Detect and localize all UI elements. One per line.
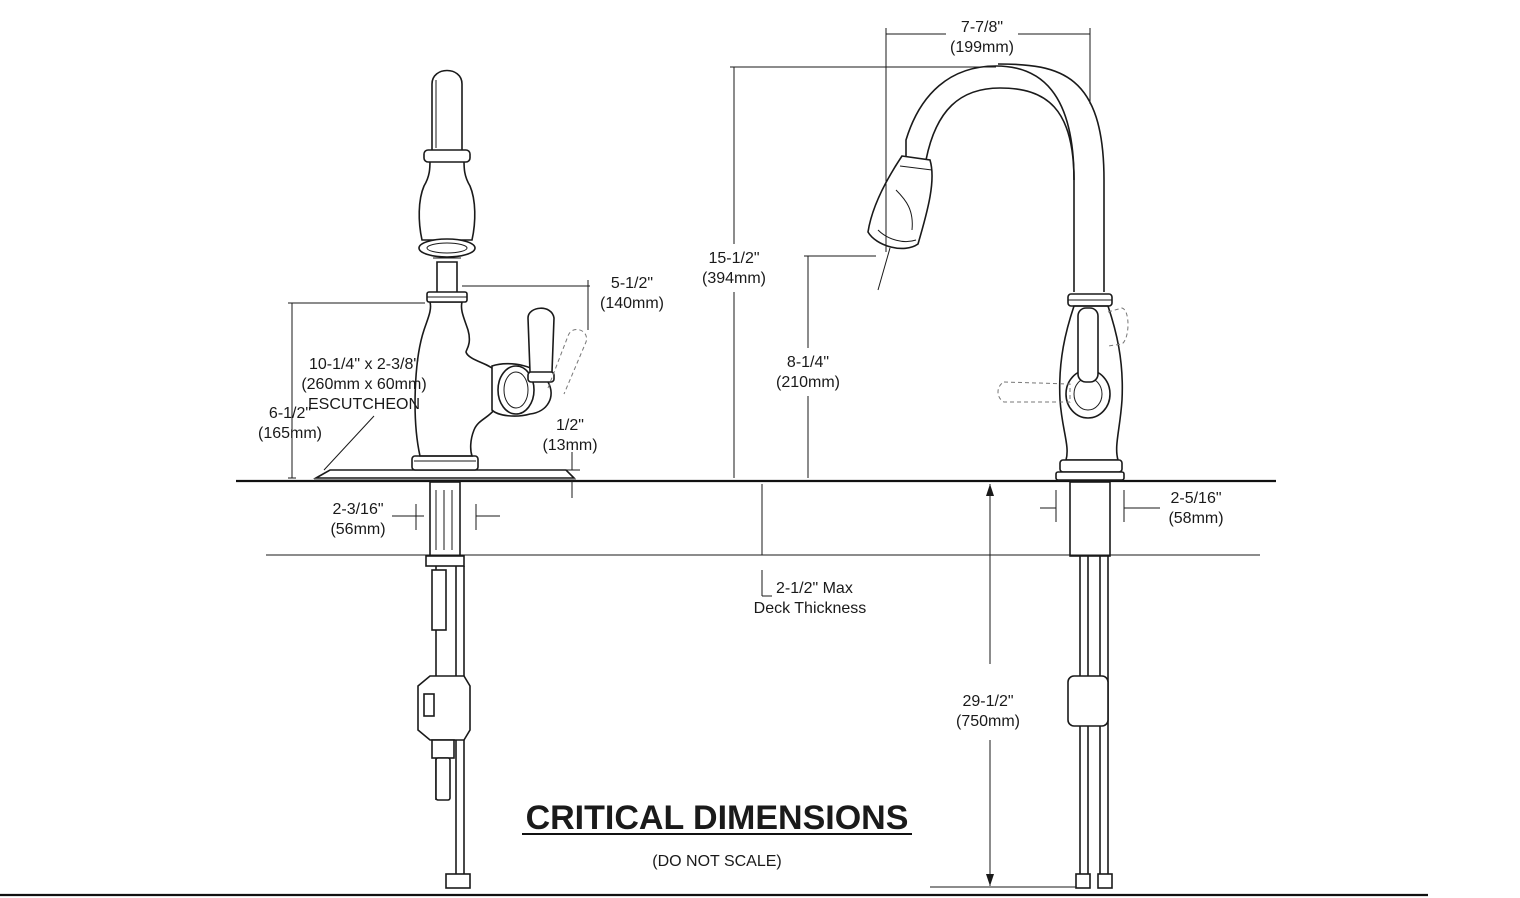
- reach-in-label: 5-1/2": [611, 275, 653, 292]
- page-subtitle: (DO NOT SCALE): [652, 853, 782, 870]
- escutcheon-size-label: 10-1/4" x 2-3/8": [309, 356, 419, 373]
- overall-height-in-label: 15-1/2": [708, 250, 759, 267]
- front-view-dimension-lines: [730, 28, 1160, 888]
- side-height-in-label: 6-1/2": [269, 405, 311, 422]
- supply-length-mm-label: (750mm): [956, 713, 1020, 730]
- reach-mm-label: (140mm): [600, 295, 664, 312]
- spout-height-mm-label: (210mm): [776, 374, 840, 391]
- side-view-dimension-lines: [288, 280, 590, 530]
- front-view-faucet: [867, 63, 1129, 889]
- side-shank-in-label: 2-3/16": [332, 501, 383, 518]
- side-view-faucet: [312, 69, 588, 889]
- side-height-mm-label: (165mm): [258, 425, 322, 442]
- spout-reach-mm-label: (199mm): [950, 39, 1014, 56]
- spout-height-in-label: 8-1/4": [787, 354, 829, 371]
- page-title: CRITICAL DIMENSIONS: [526, 799, 909, 837]
- deck-lines: [0, 479, 1428, 897]
- deck-thickness-label: Deck Thickness: [754, 600, 867, 617]
- overall-height-mm-label: (394mm): [702, 270, 766, 287]
- base-mm-label: (13mm): [542, 437, 597, 454]
- deck-max-label: 2-1/2" Max: [776, 580, 853, 597]
- side-shank-mm-label: (56mm): [330, 521, 385, 538]
- base-in-label: 1/2": [556, 417, 584, 434]
- front-shank-mm-label: (58mm): [1168, 510, 1223, 527]
- escutcheon-size-mm-label: (260mm x 60mm): [301, 376, 426, 393]
- escutcheon-label: ESCUTCHEON: [308, 396, 420, 413]
- supply-length-in-label: 29-1/2": [962, 693, 1013, 710]
- front-shank-in-label: 2-5/16": [1170, 490, 1221, 507]
- spout-reach-in-label: 7-7/8": [961, 19, 1003, 36]
